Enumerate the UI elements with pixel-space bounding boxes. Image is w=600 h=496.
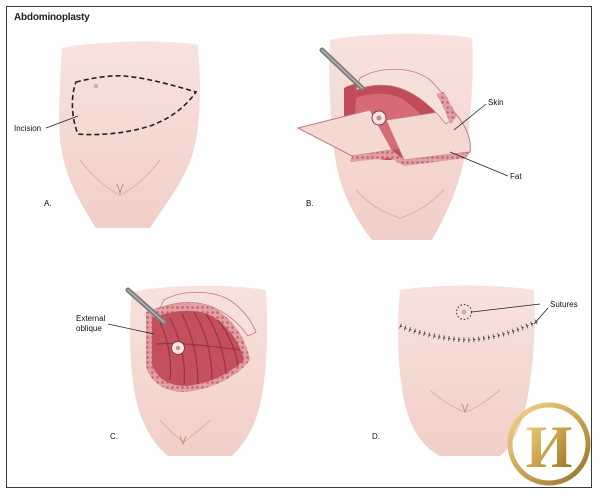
figure-border <box>6 6 592 488</box>
fat-leader <box>449 151 509 177</box>
incision-leader <box>45 115 79 129</box>
label-skin: Skin <box>488 98 504 107</box>
panel-letter-d: D. <box>372 432 380 441</box>
panel-b-retractor <box>319 47 365 91</box>
label-oblique: oblique <box>76 324 102 333</box>
panel-b-skin-flaps <box>296 68 471 166</box>
panel-a-torso <box>59 41 201 228</box>
panel-d-torso <box>397 285 535 456</box>
sutured-incision-stitches <box>399 317 542 343</box>
panel-letter-b: B. <box>306 199 314 208</box>
logo-glyph: И <box>526 414 573 480</box>
label-fat: Fat <box>510 172 522 181</box>
label-incision: Incision <box>14 124 42 133</box>
label-external: External <box>76 314 106 323</box>
external-oblique-leader <box>107 323 155 335</box>
sutures-leader-2 <box>533 307 549 325</box>
umbilical-suture <box>455 303 473 321</box>
skin-leader <box>453 103 487 131</box>
panel-c-retractor <box>125 287 167 325</box>
panel-c-exposed-muscle <box>146 291 257 392</box>
label-sutures: Sutures <box>550 300 578 309</box>
figure-title: Abdominoplasty <box>14 12 90 23</box>
panel-letter-a: A. <box>44 199 52 208</box>
brand-logo: И <box>507 402 591 486</box>
sutures-leader-1 <box>471 303 541 313</box>
panel-letter-c: C. <box>110 432 118 441</box>
